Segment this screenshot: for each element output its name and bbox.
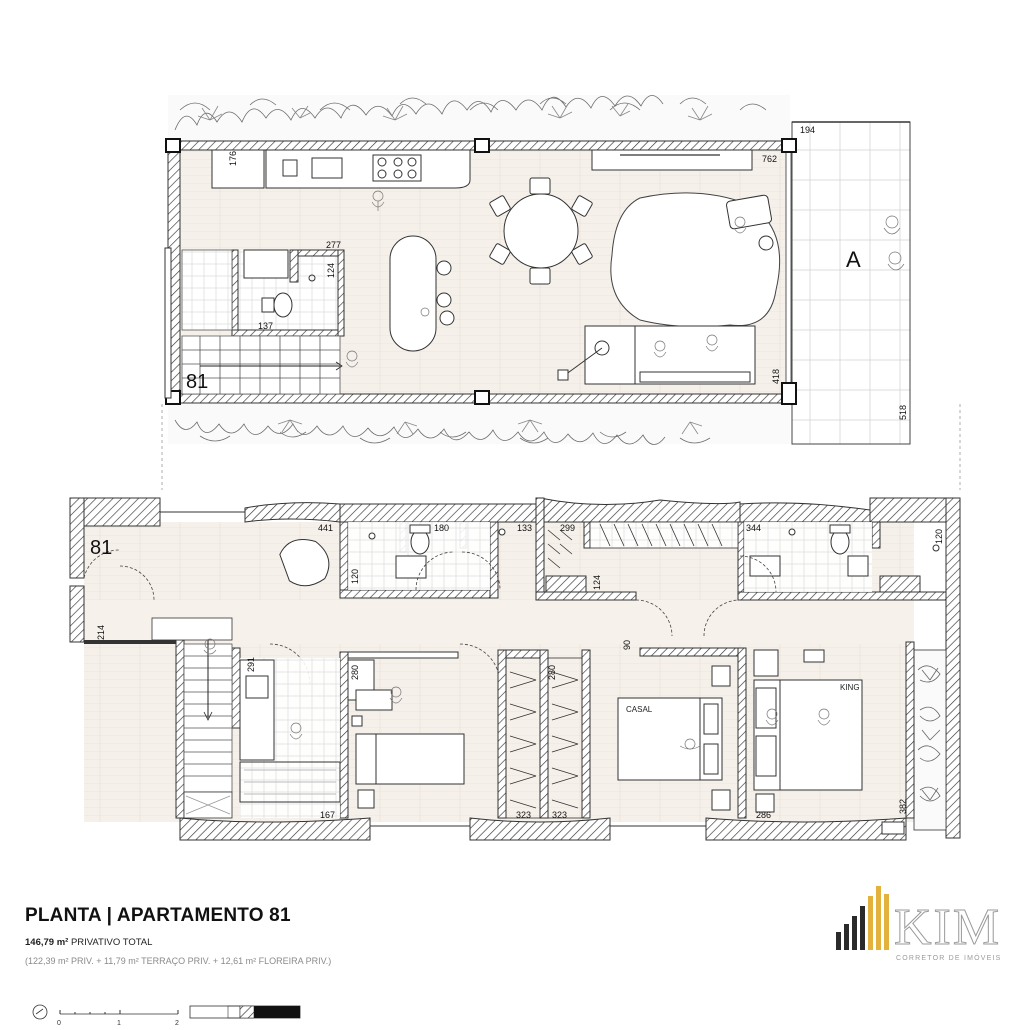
upper-floor-plan: 194 176 762 277 124 137 418 518 81 A [164,95,911,445]
area-breakdown: (122,39 m² PRIV. + 11,79 m² TERRAÇO PRIV… [25,956,332,966]
walk-in-closet-hangers [547,521,739,569]
dim-lower-124: 124 [592,575,602,590]
area-total-label: PRIVATIVO TOTAL [70,937,153,948]
wall-legend [189,1005,301,1019]
upper-glass-wall-right [785,149,792,395]
dim-lower-180: 180 [434,523,449,533]
people-figures [345,190,905,368]
dim-lower-441: 441 [318,523,333,533]
planter-greenery-right [913,649,947,831]
lower-wall-bottom [179,817,907,841]
dim-lower-344: 344 [746,523,761,533]
bathroom-fixtures-north [368,524,940,579]
dim-upper-277: 277 [326,240,341,250]
alignment-guides [161,404,961,490]
column-blocks [165,138,797,405]
dim-lower-299: 299 [560,523,575,533]
dim-lower-280b: 280 [547,665,557,680]
dining-table [489,177,593,285]
logo-wordmark: KIM [894,899,1001,956]
dim-lower-323a: 323 [516,810,531,820]
dim-lower-133: 133 [517,523,532,533]
floor-lamp [557,340,610,381]
lower-staircase [151,617,233,819]
dim-upper-518: 518 [898,405,908,420]
lower-unit-label: 81 [90,537,112,559]
dim-upper-194: 194 [800,125,815,135]
upper-unit-label: 81 [186,371,208,393]
logo-tagline: CORRETOR DE IMÓVEIS [896,953,1002,962]
dim-lower-291: 291 [246,657,256,672]
upper-staircase [181,249,343,395]
logo-building-icon [836,886,889,950]
dim-upper-176: 176 [228,151,238,166]
dim-lower-286: 286 [756,810,771,820]
dim-upper-124: 124 [326,263,336,278]
powder-room [231,249,345,337]
bedroom-master [753,649,905,835]
dim-lower-280a: 280 [350,665,360,680]
planter-greenery-top [168,95,790,141]
dim-lower-120a: 120 [934,529,944,544]
bedroom-casal [617,665,731,811]
north-arrow-icon [32,1004,48,1020]
area-total-value: 146,79 m² [25,937,69,948]
kitchen-island [389,235,437,352]
dim-lower-90: 90 [622,640,632,650]
dim-lower-167: 167 [320,810,335,820]
lower-floor-plan: 441 180 133 299 344 120 120 124 214 90 2… [69,497,961,841]
plan-title: PLANTA | APARTAMENTO 81 [25,905,291,926]
bedroom-1 [347,659,465,809]
terrace-label: A [846,247,861,272]
bar-stools [436,260,455,326]
planter-greenery-bottom [168,404,790,445]
dim-lower-214: 214 [96,625,106,640]
people-figures-lower [203,638,831,750]
reading-armchair [279,538,330,587]
lower-wall-left [69,497,85,579]
hall-wardrobes [505,657,583,819]
kitchen-counter [211,149,471,189]
area-total: 146,79 m² PRIVATIVO TOTAL [25,937,152,948]
dim-upper-762: 762 [762,154,777,164]
lower-wall-right [945,497,961,839]
sofa [584,325,756,385]
dim-upper-137: 137 [258,321,273,331]
dim-lower-382: 382 [898,799,908,814]
lower-left-bath-fixtures [239,659,341,803]
dim-lower-120b: 120 [350,569,360,584]
dim-upper-418: 418 [771,369,781,384]
bed-label-casal: CASAL [626,705,653,714]
armchair [726,194,774,251]
kim-logo: KIM CORRETOR DE IMÓVEIS [836,886,1002,962]
dim-lower-323b: 323 [552,810,567,820]
terrace-floor [791,121,911,445]
tv-console [591,149,753,171]
upper-left-window [164,247,172,399]
lower-wall-top [69,497,961,527]
scale-bar: 0 1 2 [32,1004,301,1027]
bed-label-king: KING [840,683,860,692]
